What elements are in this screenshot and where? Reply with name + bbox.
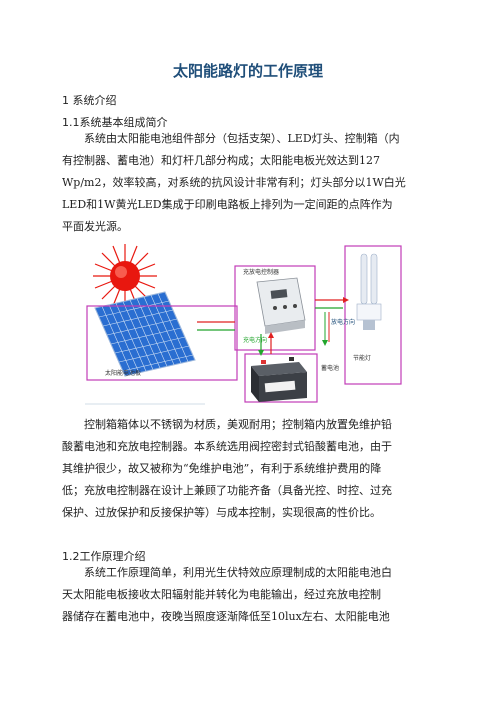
discharge-direction-label: 放电方向 [331,318,355,326]
controller-label: 充放电控制器 [243,268,279,276]
text-line: 有控制器、蓄电池）和灯杆几部分构成；太阳能电板光效达到127 [62,154,380,167]
text-line: Wp/m2，效率较高，对系统的抗风设计非常有利；灯头部分以1W白光 [62,176,406,189]
text-line: 天太阳能电板接收太阳辐射能并转化为电能输出，经过充放电控制 [62,588,381,601]
text-line: 系统工作原理简单，利用光生伏特效应原理制成的太阳能电池白 [84,566,392,579]
figure-shadow [85,403,205,405]
solar-panel-icon [94,291,196,377]
system-diagram-svg: 太阳能电池板 充放电控制器 蓄 [86,244,402,403]
section-heading-1-2: 1.2工作原理介绍 [62,550,146,563]
text-line: 控制箱箱体以不锈钢为材质，美观耐用；控制箱内放置免维护铅 [84,418,392,431]
battery-icon [251,357,307,402]
panel-label: 太阳能电池板 [105,369,141,377]
system-diagram: 太阳能电池板 充放电控制器 蓄 [85,242,405,405]
text-line: LED和1W黄光LED集成于印刷电路板上排列为一定间距的点阵作为 [62,198,393,211]
battery-label: 蓄电池 [321,364,339,372]
lamp-icon [356,253,382,330]
text-line: 其维护很少，故又被称为“免维护电池”，有利于系统维护费用的降 [62,462,382,475]
controller-icon [256,277,306,334]
document-title: 太阳能路灯的工作原理 [172,62,323,80]
lamp-label: 节能灯 [353,354,371,362]
flow-arrows [197,297,349,356]
charge-direction-label: 充电方向 [243,336,267,344]
text-line: 低；充放电控制器在设计上兼顾了功能齐备（具备光控、时控、过充 [62,484,392,497]
paragraph-working-principle: 系统工作原理简单，利用光生伏特效应原理制成的太阳能电池白 天太阳能电板接收太阳辐… [62,562,434,628]
text-line: 系统由太阳能电池组件部分（包括支架）、LED灯头、控制箱（内 [84,132,400,145]
text-line: 保护、过放保护和反接保护等）与成本控制，实现很高的性价比。 [62,506,381,519]
paragraph-control-box: 控制箱箱体以不锈钢为材质，美观耐用；控制箱内放置免维护铅 酸蓄电池和充放电控制器… [62,414,434,524]
lamp-frame [344,245,402,385]
section-heading-1-1: 1.1系统基本组成简介 [62,116,168,129]
text-line: 酸蓄电池和充放电控制器。本系统选用阀控密封式铅酸蓄电池，由于 [62,440,392,453]
battery-frame [244,353,318,403]
text-line: 平面发光源。 [62,220,128,233]
text-line: 器储存在蓄电池中，夜晚当照度逐渐降低至10lux左右、太阳能电池 [62,610,390,623]
paragraph-system-composition: 系统由太阳能电池组件部分（包括支架）、LED灯头、控制箱（内 有控制器、蓄电池）… [62,128,434,238]
section-heading-1: 1 系统介绍 [62,94,117,107]
panel-frame [86,305,238,381]
